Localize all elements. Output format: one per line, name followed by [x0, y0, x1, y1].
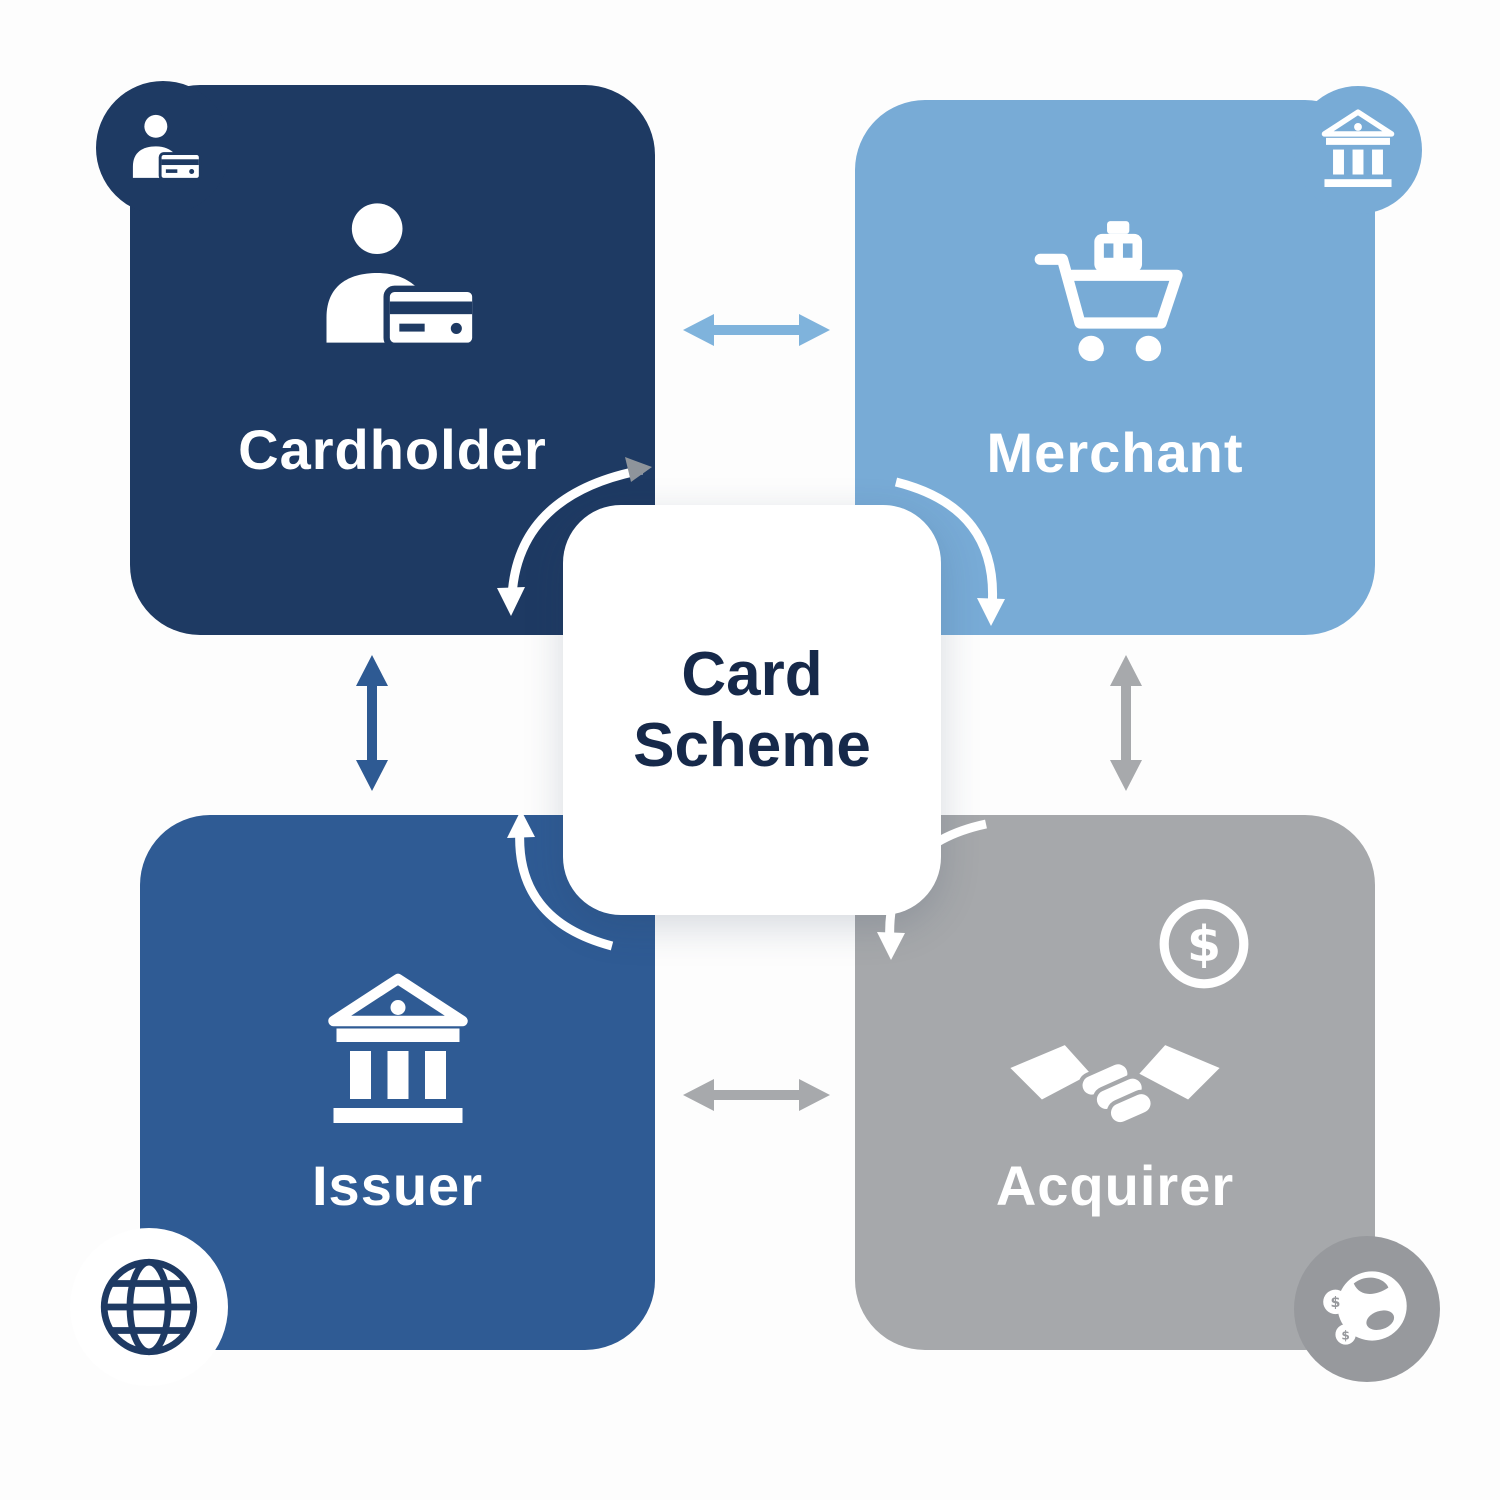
handshake-icon — [1010, 1045, 1220, 1127]
cardholder-label: Cardholder — [238, 418, 547, 481]
dollar-sign: $ — [1187, 916, 1221, 973]
globe-currency-icon: $ $ — [1323, 1271, 1407, 1345]
merchant-label: Merchant — [986, 421, 1244, 484]
acquirer-corner-badge: $ $ — [1294, 1236, 1440, 1382]
acquirer-label: Acquirer — [995, 1154, 1235, 1217]
node-cardholder: Cardholder — [130, 85, 655, 635]
arrow-issuer-acquirer — [683, 1079, 830, 1111]
cardholder-corner-badge — [96, 81, 230, 215]
merchant-corner-badge — [1294, 86, 1422, 214]
shopping-cart-icon — [1034, 221, 1183, 362]
card-scheme-label: Card Scheme — [633, 639, 871, 780]
arrow-cardholder-issuer — [356, 655, 388, 791]
arrow-cardholder-merchant — [683, 314, 830, 346]
bank-icon — [1321, 109, 1395, 188]
bank-icon — [327, 973, 468, 1123]
coin-dollar-sign: $ — [1330, 1295, 1340, 1311]
arrow-merchant-acquirer — [1110, 655, 1142, 791]
issuer-label: Issuer — [312, 1154, 483, 1217]
issuer-corner-badge — [70, 1228, 228, 1386]
node-card-scheme: Card Scheme — [563, 505, 941, 915]
person-with-card-icon — [132, 115, 202, 181]
person-with-card-icon — [326, 203, 478, 349]
dollar-circle-icon: $ — [1159, 899, 1249, 989]
coin-dollar-sign: $ — [1341, 1329, 1350, 1343]
node-acquirer: $ Acquirer — [855, 815, 1375, 1350]
globe-icon — [100, 1258, 198, 1356]
